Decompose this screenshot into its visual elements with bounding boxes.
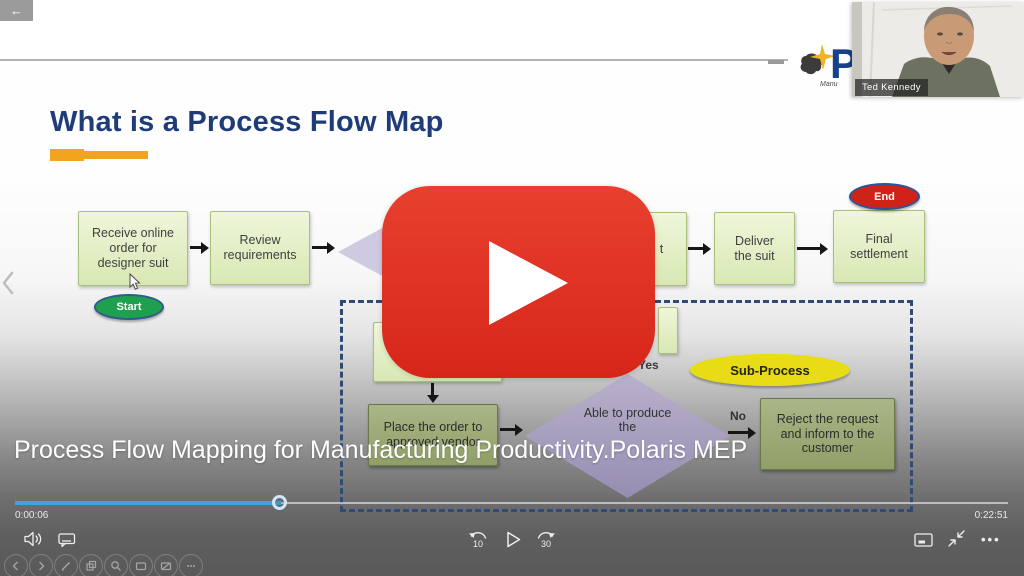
flow-arrow <box>312 241 335 254</box>
underlay-display-off-button[interactable] <box>154 554 178 576</box>
flow-node-label: Deliver the suit <box>734 233 775 263</box>
exit-fullscreen-button[interactable] <box>947 529 966 548</box>
volume-button[interactable] <box>24 531 43 547</box>
flow-label-subprocess: Sub-Process <box>690 354 850 386</box>
title-underline <box>84 151 148 159</box>
flow-node-review: Review requirements <box>210 211 310 285</box>
flow-node-deliver: Deliver the suit <box>714 212 795 285</box>
underlay-pen-button[interactable] <box>54 554 78 576</box>
rewind-10-icon: 10 <box>469 532 487 549</box>
time-elapsed: 0:00:06 <box>15 510 49 521</box>
play-button[interactable] <box>505 530 522 549</box>
title-underline <box>50 149 84 161</box>
polaris-logo-icon <box>800 44 836 75</box>
presenter-name: Ted Kennedy <box>862 82 921 93</box>
skip-back-10-button[interactable]: 10 <box>467 529 489 549</box>
flow-terminator-start: Start <box>94 294 164 320</box>
webcam-video: Ted Kennedy <box>852 1 1024 98</box>
underlay-prev-button[interactable] <box>4 554 28 576</box>
flow-arrow <box>500 423 523 436</box>
underlay-zoom-button[interactable] <box>104 554 128 576</box>
flow-node-hidden <box>658 307 678 354</box>
copy-icon <box>86 560 97 571</box>
chevron-left-icon <box>12 561 18 571</box>
display-icon <box>135 562 147 571</box>
seek-bar-fill <box>15 501 282 505</box>
chevron-right-icon <box>39 561 45 571</box>
flow-node-label: Review requirements <box>223 233 297 262</box>
seek-bar-track[interactable] <box>15 502 1008 504</box>
play-triangle-icon <box>489 241 568 325</box>
polaris-logo-subtext: Manu <box>820 81 838 88</box>
back-arrow-icon: ← <box>10 3 23 18</box>
flow-arrow <box>797 242 828 255</box>
magnifier-icon <box>111 561 121 571</box>
underlay-display-button[interactable] <box>129 554 153 576</box>
pen-icon <box>61 562 70 571</box>
flow-node-label: End <box>874 190 895 203</box>
skip-back-label: 10 <box>473 539 483 549</box>
volume-icon <box>24 531 42 547</box>
flow-node-label: Able to produce the <box>583 406 672 434</box>
flow-terminator-end: End <box>849 183 920 210</box>
flow-arrow <box>688 242 711 255</box>
flow-node-place-order: Place the order to approved vendor <box>368 404 498 466</box>
flow-node-reject: Reject the request and inform to the cus… <box>760 398 895 470</box>
underlay-next-button[interactable] <box>29 554 53 576</box>
seek-bar-thumb[interactable] <box>272 495 287 510</box>
captions-button[interactable] <box>58 533 76 548</box>
flow-node-label: Reject the request and inform to the cus… <box>776 411 879 456</box>
flow-arrow <box>728 426 756 439</box>
presenter-name-label: Ted Kennedy <box>855 79 928 96</box>
back-button[interactable]: ← <box>0 0 33 21</box>
flow-node-label: Place the order to approved vendor <box>383 420 483 449</box>
exit-fullscreen-icon <box>948 530 965 547</box>
mini-player-icon <box>914 533 933 547</box>
flow-node-label: Final settlement <box>850 231 908 261</box>
flow-label-no: No <box>730 409 746 423</box>
flow-node-final-settlement: Final settlement <box>833 210 925 283</box>
youtube-play-button[interactable] <box>382 186 655 378</box>
more-options-button[interactable]: ••• <box>981 532 1001 547</box>
divider <box>0 59 788 61</box>
skip-forward-30-button[interactable]: 30 <box>535 529 557 549</box>
video-caption: Process Flow Mapping for Manufacturing P… <box>14 436 748 464</box>
underlay-copy-button[interactable] <box>79 554 103 576</box>
flow-node-receive-order: Receive online order for designer suit <box>78 211 188 286</box>
forward-30-icon: 30 <box>537 532 555 549</box>
mini-player-button[interactable] <box>914 533 933 547</box>
flow-node-label: Start <box>116 301 142 313</box>
flow-node-label: t <box>659 241 664 256</box>
carousel-prev-icon[interactable] <box>1 270 15 296</box>
flow-arrow-down <box>426 383 439 403</box>
skip-forward-label: 30 <box>541 539 551 549</box>
mouse-cursor-icon <box>129 273 141 290</box>
flow-node-label: Receive online order for designer suit <box>92 226 174 270</box>
ellipsis-icon <box>187 565 195 567</box>
display-off-icon <box>160 562 172 571</box>
more-icon: ••• <box>981 532 1001 547</box>
slide-title: What is a Process Flow Map <box>50 106 444 138</box>
divider <box>768 60 784 64</box>
captions-icon <box>58 533 76 548</box>
play-icon <box>507 531 521 548</box>
flow-arrow <box>190 241 209 254</box>
underlay-more-button[interactable] <box>179 554 203 576</box>
time-total: 0:22:51 <box>974 510 1008 521</box>
flow-node-label: Sub-Process <box>730 362 810 378</box>
